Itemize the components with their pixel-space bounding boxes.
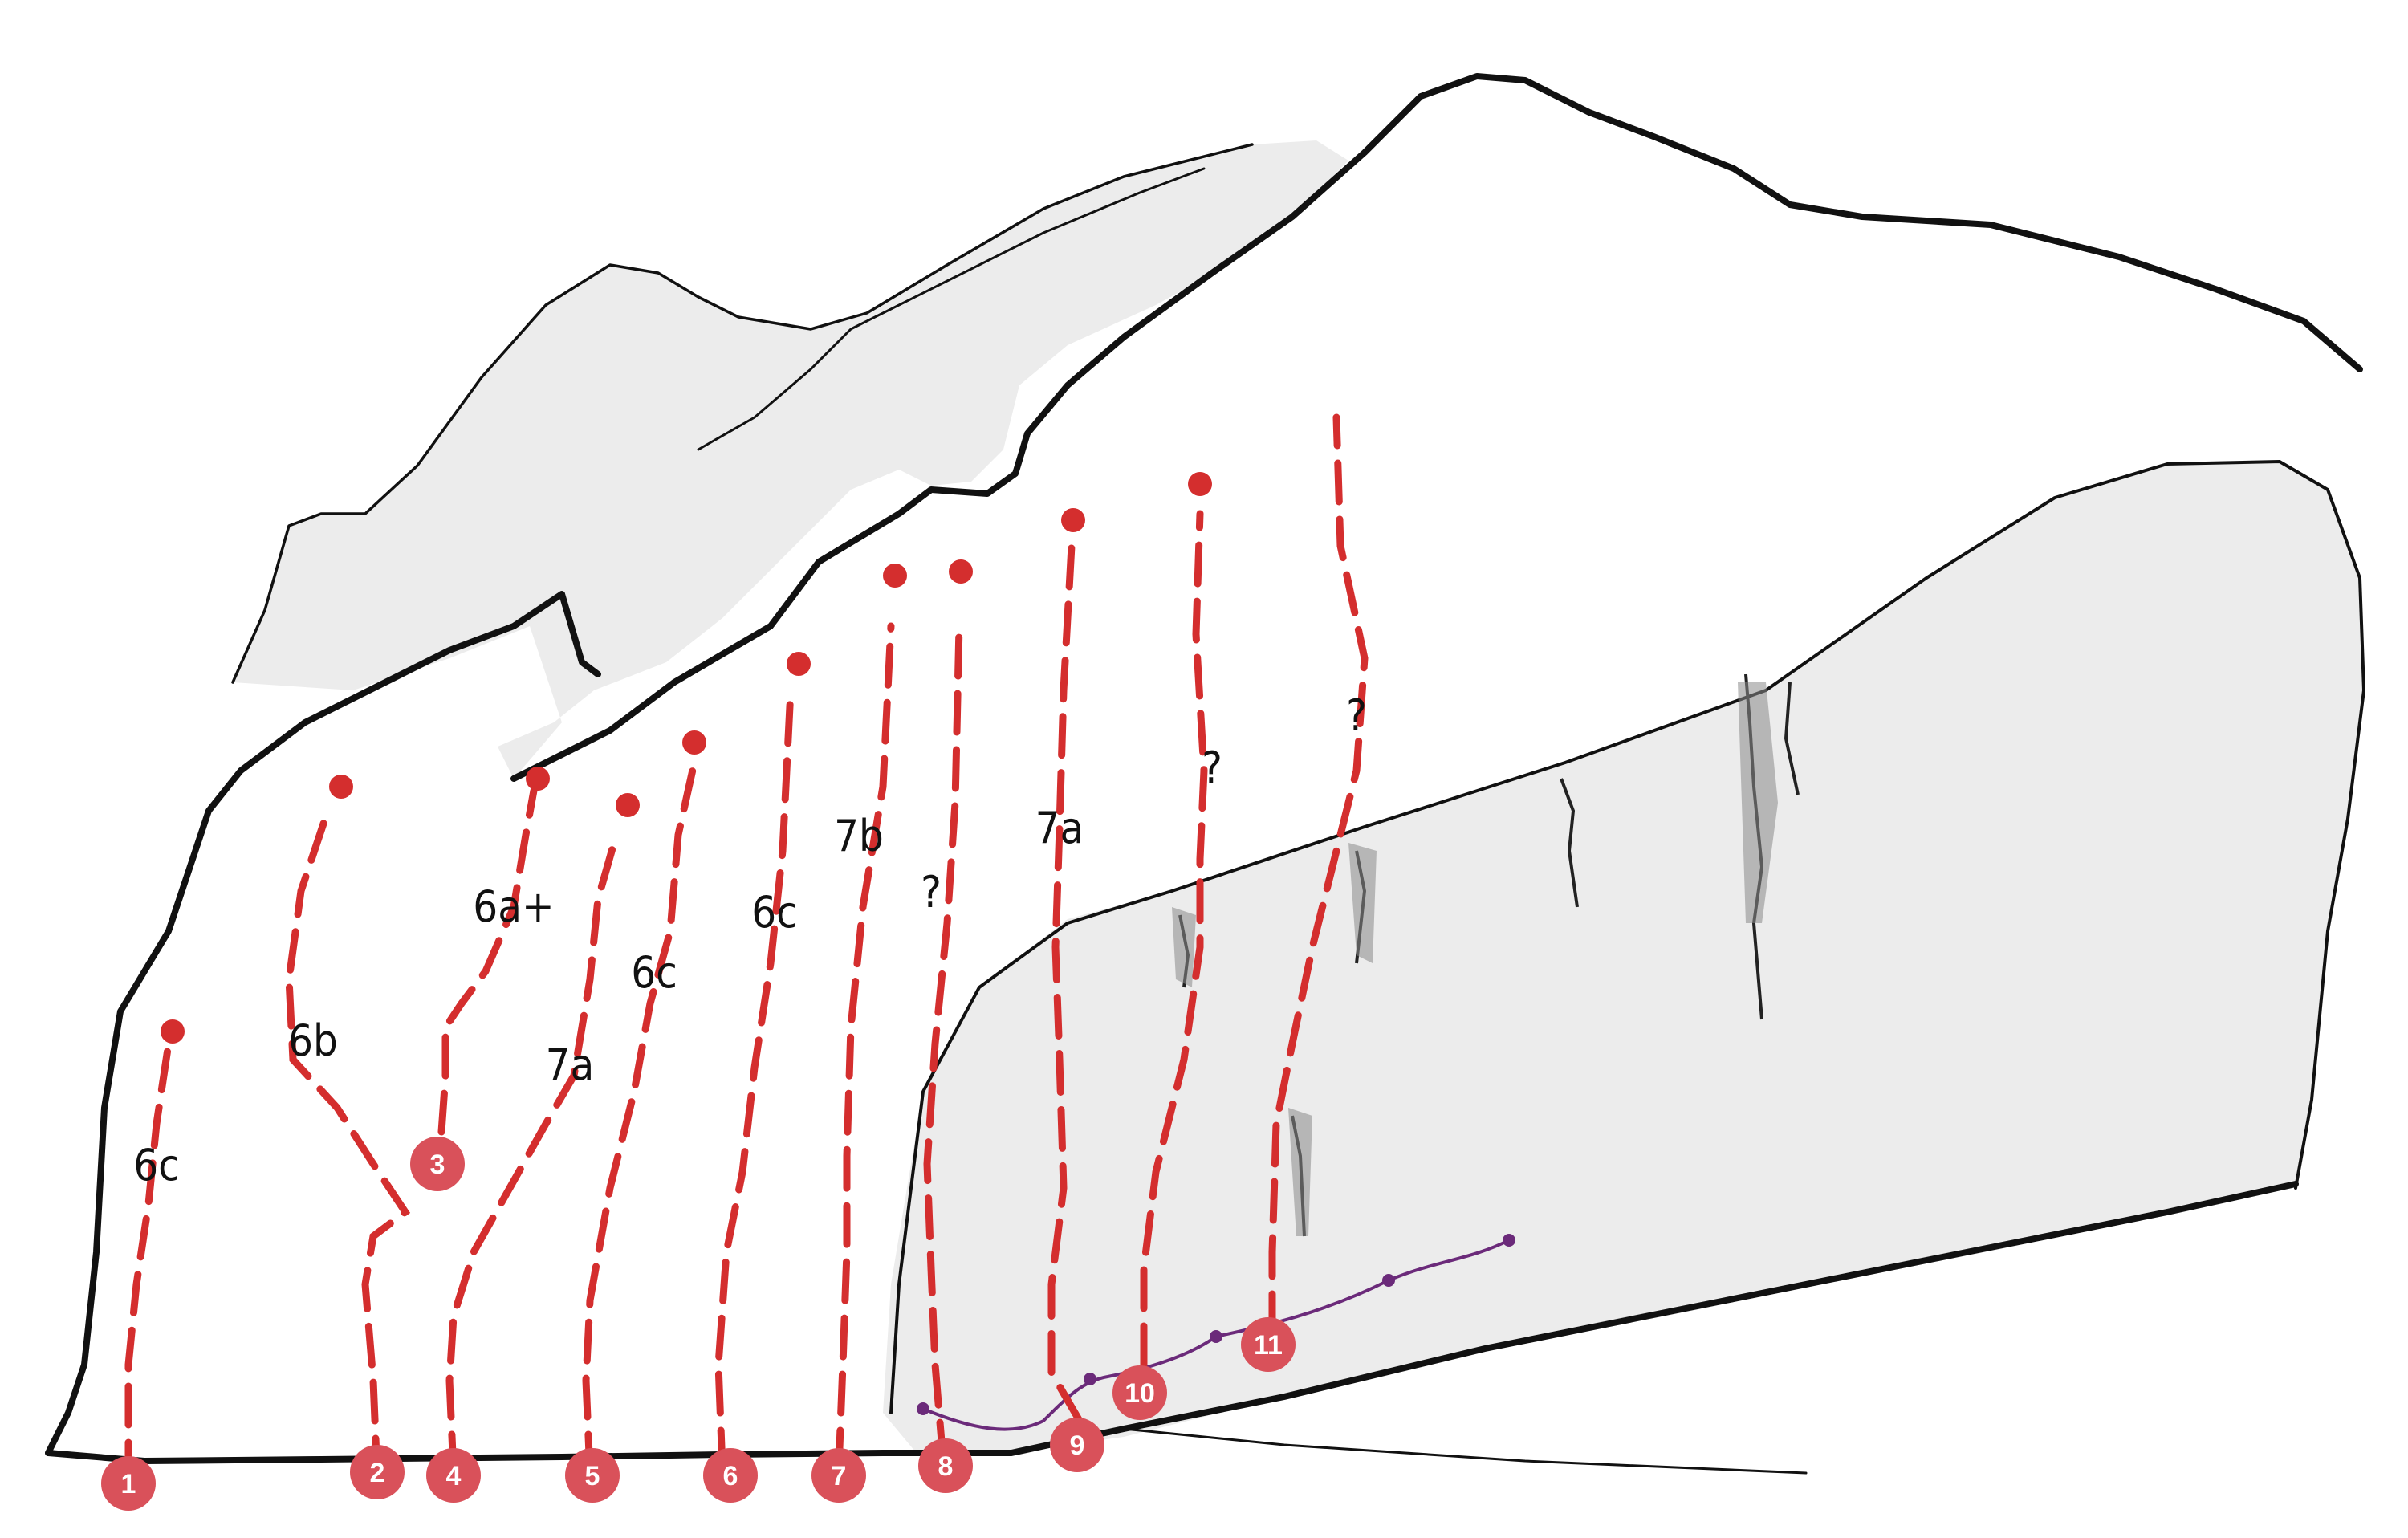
traverse-layer [917,1234,1515,1431]
route-grade-2: 6b [288,1015,338,1066]
route-number-7: 7 [832,1461,847,1491]
route-number-badge-8 [918,1438,973,1493]
route-top-anchor-10 [1188,472,1212,496]
route-top-anchor-8 [949,559,973,584]
route-grade-3: 6a+ [473,881,554,932]
route-grade-4: 7a [546,1040,595,1090]
upper-ridge-line [231,143,1254,684]
route-number-9: 9 [1070,1430,1085,1461]
route-grade-11: ? [1346,690,1367,741]
route-4: 7a 4 [426,793,640,1503]
route-top-anchor-4 [616,793,640,817]
route-9: 7a 9 [1035,508,1104,1472]
route-1: 6c 1 [101,1019,185,1511]
crack-shading [1172,682,1778,1236]
lower-slab-shade [883,462,2364,1453]
route-3: 6a+ 3 [410,767,555,1191]
route-line-7 [835,622,895,1473]
route-line-4 [445,839,618,1477]
route-number-5: 5 [585,1461,600,1491]
upper-slab-shade [233,140,1348,779]
route-number-1: 1 [121,1469,136,1499]
route-grade-10: ? [1202,743,1222,793]
route-number-4: 4 [446,1461,462,1491]
route-number-badge-11 [1241,1317,1296,1372]
route-line-2 [285,815,411,1481]
route-11: ? 11 [1241,413,1369,1372]
route-grade-6: 6c [751,887,798,938]
route-number-badge-10 [1112,1365,1167,1420]
route-number-2: 2 [370,1458,385,1488]
route-line-8 [923,622,963,1465]
route-grade-5: 6c [631,947,677,998]
route-number-badge-4 [426,1448,481,1503]
traverse-point [917,1402,929,1415]
route-number-badge-7 [811,1448,866,1503]
route-number-8: 8 [938,1451,954,1482]
ground-line-extension [1122,1427,1808,1475]
route-number-badge-3 [410,1137,465,1191]
route-line-10 [1140,510,1208,1369]
route-line-6 [714,686,795,1473]
route-line-11 [1268,413,1369,1337]
route-line-5 [582,759,698,1477]
route-line-9 [1047,542,1084,1425]
route-number-3: 3 [430,1149,445,1180]
traverse-point [1210,1330,1222,1343]
route-8: ?8 [918,559,973,1493]
route-number-badge-5 [565,1448,620,1503]
route-line-1 [124,1040,173,1485]
route-grade-9: 7a [1035,803,1084,853]
upper-ridge-line-2 [697,167,1206,451]
route-number-10: 10 [1125,1378,1155,1409]
route-number-badge-6 [703,1448,758,1503]
route-5: 6c 5 [565,730,706,1503]
route-top-anchor-5 [682,730,706,755]
route-number-badge-9 [1050,1418,1104,1472]
route-number-badge-1 [101,1456,156,1511]
route-grade-1: 6c [133,1140,180,1190]
route-number-badge-2 [350,1445,405,1499]
boulder-outline [45,73,2363,1456]
route-number-6: 6 [723,1461,738,1491]
route-grade-8: ? [921,867,942,918]
route-top-anchor-6 [787,652,811,676]
route-grade-7: 7b [834,811,884,861]
traverse-point [1084,1373,1096,1385]
route-top-anchor-7 [883,564,907,588]
route-line-3 [437,787,538,1136]
route-number-11: 11 [1254,1330,1283,1361]
route-top-anchor-2 [329,775,353,799]
route-top-anchor-9 [1061,508,1085,532]
route-10: ? 10 [1112,472,1222,1420]
traverse-line [922,1239,1510,1431]
route-top-anchor-3 [526,767,550,791]
route-top-anchor-1 [161,1019,185,1044]
route-2: 6b 2 [285,775,411,1499]
route-6: 6c 6 [703,652,811,1503]
traverse-point [1503,1234,1515,1247]
route-7: 7b 7 [811,564,907,1503]
traverse-point [1382,1274,1395,1287]
slab-outline [889,460,2365,1414]
